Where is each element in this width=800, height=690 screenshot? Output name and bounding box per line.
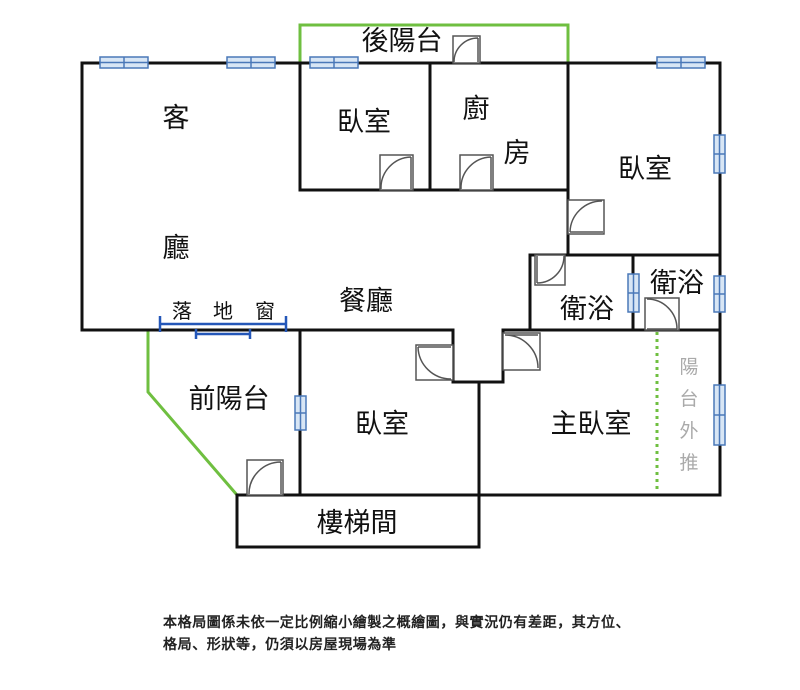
door (452, 35, 481, 64)
window (713, 134, 726, 174)
balcony-push-label-1: 陽 (679, 356, 698, 378)
bedroom-right-label: 臥室 (618, 154, 672, 185)
window (627, 273, 640, 313)
dining-room-label: 餐廳 (339, 286, 393, 317)
balcony-push-label-2: 台 (679, 388, 698, 410)
door (502, 332, 541, 371)
kitchen-label-1: 廚 (463, 94, 490, 125)
front-balcony-outline (146, 330, 239, 496)
window (226, 56, 276, 69)
door (534, 254, 566, 286)
bedroom-bottom-label: 臥室 (355, 409, 409, 440)
disclaimer-note: 本格局圖係未依一定比例縮小繪製之概繪圖，與實況仍有差距，其方位、格局、形狀等，仍… (163, 615, 631, 653)
door (567, 199, 605, 235)
french-window (158, 316, 288, 339)
french-window-label-3: 窗 (255, 299, 275, 323)
window (309, 56, 359, 69)
balcony-outlines (146, 23, 570, 496)
door (459, 154, 494, 191)
bathroom-right-label: 衛浴 (650, 268, 704, 299)
door (379, 154, 414, 191)
stairwell-label: 樓梯間 (317, 508, 398, 539)
balcony-push-label-3: 外 (679, 420, 698, 442)
bedroom-top-label: 臥室 (337, 107, 391, 138)
living-room-label-2: 廳 (163, 233, 190, 264)
balcony-push-label-4: 推 (679, 452, 698, 474)
kitchen-label-2: 房 (504, 138, 531, 169)
window (713, 275, 726, 313)
front-balcony-label: 前陽台 (189, 384, 270, 415)
window (656, 56, 706, 69)
floor-plan: 客 廳 臥室 廚 房 臥室 餐廳 衛浴 衛浴 後陽台 前陽台 臥室 主臥室 樓梯… (80, 23, 726, 549)
window (713, 384, 726, 446)
french-window-label-2: 地 (213, 299, 233, 323)
windows (99, 56, 726, 446)
door (246, 459, 284, 496)
bathroom-left-label: 衛浴 (560, 294, 614, 325)
window (99, 56, 149, 69)
door (415, 344, 454, 381)
master-bedroom-label: 主臥室 (551, 409, 632, 440)
rear-balcony-label: 後陽台 (362, 26, 443, 57)
french-window-label-1: 落 (172, 299, 192, 323)
living-room-label-1: 客 (163, 103, 190, 134)
window (294, 395, 307, 431)
rear-balcony-outline (298, 23, 570, 63)
doors (246, 35, 680, 496)
door (644, 297, 680, 331)
